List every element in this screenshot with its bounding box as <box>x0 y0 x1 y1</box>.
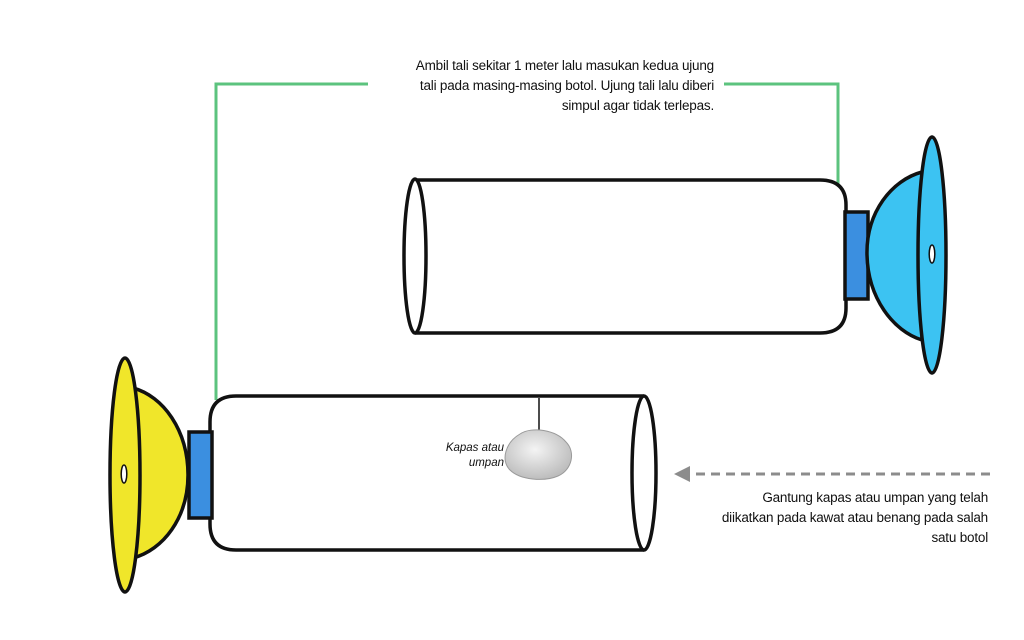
hang-instruction-text: Gantung kapas atau umpan yang telah diik… <box>722 488 988 548</box>
rope-line-right <box>724 82 840 188</box>
lower-funnel-dome <box>131 385 190 561</box>
upper-bottle <box>402 135 948 375</box>
upper-bottle-opening <box>402 177 428 335</box>
bait-label-line: Kapas atau <box>445 442 504 454</box>
lower-bottle <box>108 356 658 594</box>
lower-bottle-opening <box>630 394 658 552</box>
upper-funnel-dome <box>865 169 924 343</box>
hang-instruction-line: Gantung kapas atau umpan yang telah <box>762 490 988 505</box>
upper-funnel-hole <box>928 244 936 264</box>
cotton-bait <box>504 429 573 480</box>
bait-label-line: umpan <box>468 457 504 469</box>
hang-instruction-line: diikatkan pada kawat atau benang pada sa… <box>721 510 988 525</box>
pointer-arrow-head <box>674 466 690 482</box>
rope-instruction-line: simpul agar tidak terlepas. <box>561 98 714 113</box>
rope-instruction-line: tali pada masing-masing botol. Ujung tal… <box>419 78 714 93</box>
upper-bottle-cap <box>843 210 870 301</box>
upper-bottle-body <box>415 178 848 335</box>
lower-funnel-hole <box>120 464 128 484</box>
lower-bottle-cap <box>187 430 214 520</box>
rope-line <box>214 82 368 400</box>
lower-bottle-body <box>208 394 644 552</box>
hang-instruction-line: satu botol <box>931 530 988 545</box>
bait-label: Kapas atau umpan <box>446 441 504 471</box>
rope-instruction-line: Ambil tali sekitar 1 meter lalu masukan … <box>415 58 714 73</box>
rope-instruction-text: Ambil tali sekitar 1 meter lalu masukan … <box>416 56 714 116</box>
